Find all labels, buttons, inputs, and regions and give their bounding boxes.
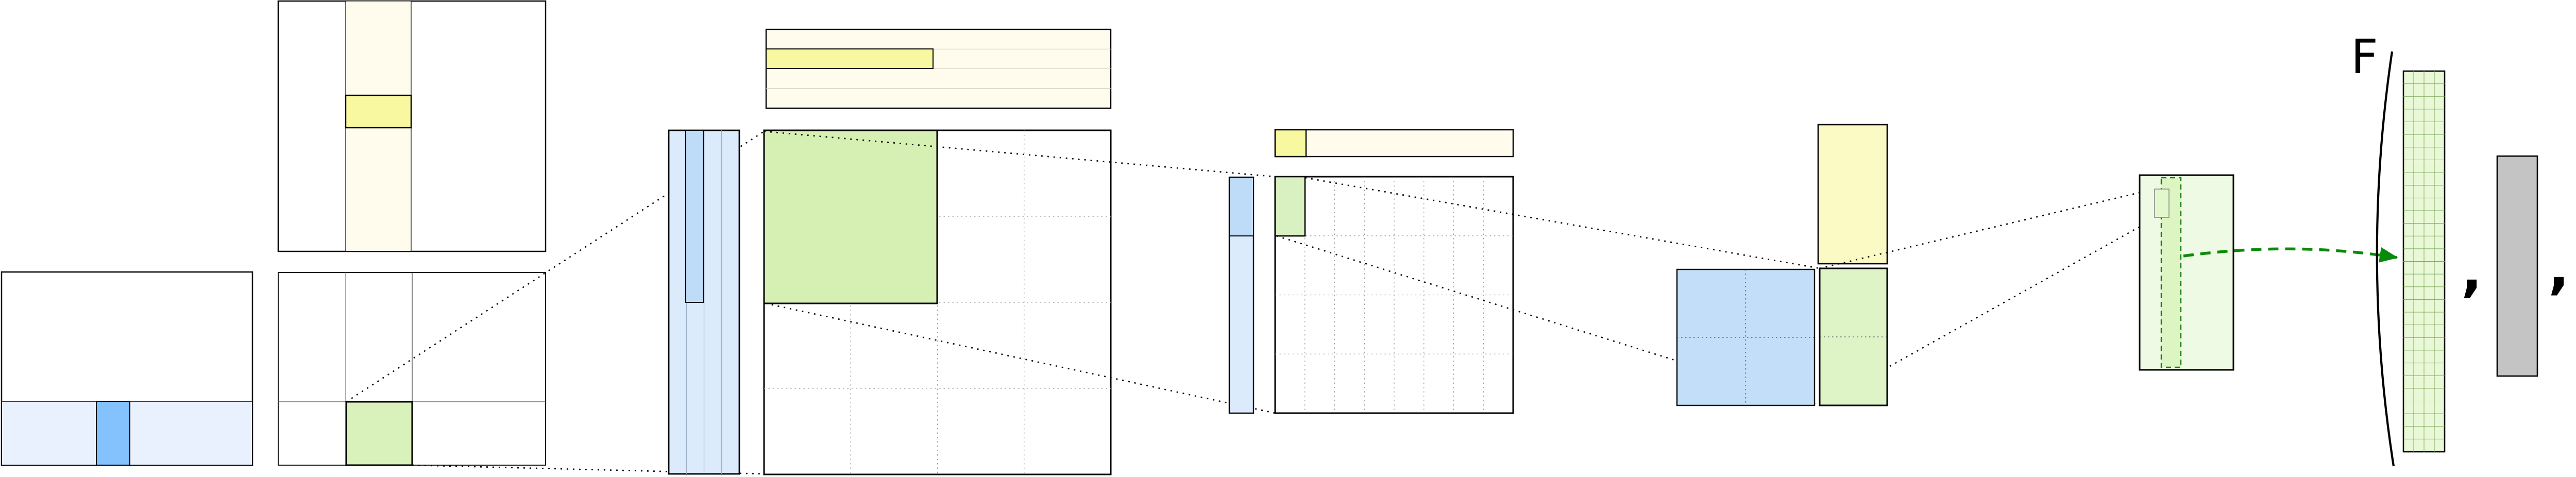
- matrix-a-strip-left: [1, 401, 97, 466]
- matrix-b-yellow-cell: [345, 94, 412, 129]
- connector-h-to-k-bottom: [1276, 235, 1820, 406]
- matrix-e-green-block: [763, 129, 938, 304]
- bar-k-yellow: [1817, 124, 1888, 265]
- bar-i-yellow-cell: [1274, 129, 1307, 158]
- matrix-b-body: [277, 0, 547, 252]
- matrix-c-green-cell: [345, 401, 413, 466]
- connector-e-to-h-top: [764, 130, 1276, 178]
- block-l-mini-rect: [2154, 189, 2170, 218]
- matrix-a-strip-right: [129, 401, 253, 466]
- connector-k-to-l-bottom: [1819, 217, 2155, 406]
- bar-gray: [2496, 155, 2538, 377]
- block-j-body: [1676, 268, 1816, 406]
- matrix-h-green-cell: [1274, 176, 1306, 237]
- vector-g-highlight-cell: [1229, 177, 1254, 236]
- comma-2: ,: [2548, 236, 2569, 301]
- vector-d-highlight-cell: [685, 130, 704, 303]
- matrix-a-highlight-cell: [96, 401, 130, 466]
- connector-h-to-k-top: [1304, 177, 1820, 269]
- block-l-body: [2139, 174, 2234, 371]
- paren-left: [2376, 51, 2395, 467]
- function-label: F: [2351, 29, 2378, 84]
- comma-1: ,: [2461, 239, 2482, 303]
- bar-i-body: [1274, 129, 1514, 158]
- arrow-l-to-f: [2183, 247, 2398, 263]
- bar-f-yellow-cell: [766, 48, 934, 69]
- connector-e-to-h-bottom: [765, 302, 1276, 414]
